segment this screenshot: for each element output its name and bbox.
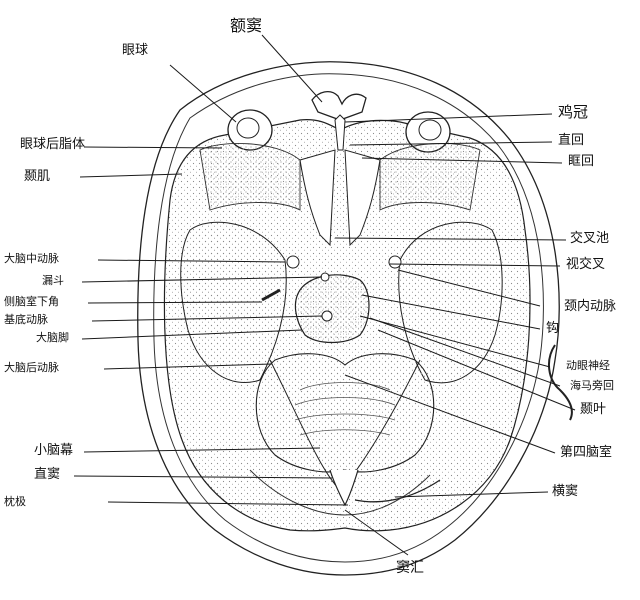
leader-orbital-gyrus bbox=[361, 157, 563, 164]
skull-outline bbox=[153, 73, 544, 563]
eyeball-right-lens bbox=[418, 119, 442, 141]
label-temporal-lobe: 颞叶 bbox=[580, 402, 607, 417]
label-uncus: 钩 bbox=[546, 321, 560, 336]
leader-chiasmatic-cistern bbox=[334, 237, 567, 241]
label-infundibulum: 漏斗 bbox=[42, 274, 64, 287]
leader-retrobulbar-fat bbox=[83, 146, 223, 149]
label-orbital-gyrus: 眶回 bbox=[568, 154, 595, 169]
frontal-sinus-shape bbox=[311, 90, 367, 121]
cerebellar-folia bbox=[294, 382, 396, 436]
leader-confluence bbox=[344, 509, 409, 556]
cerebellum-shape bbox=[255, 353, 435, 473]
leader-straight-sinus bbox=[73, 475, 333, 479]
label-internal-carotid: 颈内动脉 bbox=[564, 299, 617, 314]
leader-fourth-ventricle bbox=[344, 374, 556, 454]
label-chiasmatic-cistern: 交叉池 bbox=[570, 231, 610, 246]
leader-hippocampal bbox=[369, 317, 561, 387]
orbit-left-region bbox=[199, 143, 301, 211]
leader-optic-chiasm bbox=[389, 263, 561, 267]
label-transverse-sinus: 横窦 bbox=[552, 484, 579, 499]
lateral-ventricle-horn-shape bbox=[261, 288, 281, 302]
leader-transverse-sinus bbox=[394, 491, 549, 498]
leader-temporalis bbox=[79, 173, 183, 178]
label-cerebral-peduncle: 大脑脚 bbox=[36, 331, 69, 344]
label-retrobulbar-fat: 眼球后脂体 bbox=[20, 137, 86, 152]
internal-carotid-right bbox=[388, 255, 402, 269]
leader-eyeball bbox=[169, 64, 237, 123]
label-oculomotor-nerve: 动眼神经 bbox=[566, 359, 610, 372]
label-confluence: 窦汇 bbox=[396, 560, 424, 576]
leader-tentorium bbox=[83, 447, 321, 453]
leader-lateral-horn bbox=[87, 301, 263, 304]
leader-pca bbox=[103, 363, 273, 370]
leader-crista-galli bbox=[344, 113, 553, 123]
label-fourth-ventricle: 第四脑室 bbox=[560, 445, 613, 460]
scalp-outline bbox=[137, 61, 560, 576]
leader-infundibulum bbox=[81, 276, 323, 283]
eyeball-left-lens bbox=[236, 117, 260, 139]
crista-galli-shape bbox=[334, 114, 346, 151]
leader-mca bbox=[97, 259, 286, 263]
brainstem-shape bbox=[294, 274, 370, 344]
leader-peduncle bbox=[81, 329, 303, 340]
leader-gyrus-rectus bbox=[349, 141, 553, 146]
label-crista-galli: 鸡冠 bbox=[558, 103, 589, 121]
leader-basilar bbox=[91, 315, 323, 322]
label-lateral-ventricle-inferior-horn: 侧脑室下角 bbox=[4, 295, 59, 308]
label-tentorium: 小脑幕 bbox=[34, 443, 74, 458]
leader-temporal-lobe bbox=[377, 329, 576, 411]
label-occipital-pole: 枕极 bbox=[4, 495, 26, 508]
label-straight-sinus: 直窦 bbox=[34, 467, 61, 482]
label-hippocampal-gyrus: 海马旁回 bbox=[570, 379, 614, 392]
label-temporalis: 颞肌 bbox=[24, 169, 51, 184]
infundibulum-shape bbox=[320, 272, 330, 282]
label-basilar-artery: 基底动脉 bbox=[4, 313, 48, 326]
leader-internal-carotid bbox=[397, 269, 541, 307]
leader-occipital-pole bbox=[107, 501, 349, 506]
occipital-pole-curve bbox=[249, 469, 431, 516]
label-eyeball: 眼球 bbox=[122, 43, 149, 58]
label-optic-chiasm: 视交叉 bbox=[566, 257, 606, 272]
oculomotor-nerve-shape bbox=[548, 344, 573, 421]
leader-frontal-sinus bbox=[261, 34, 323, 103]
internal-carotid-left bbox=[286, 255, 300, 269]
label-pca: 大脑后动脉 bbox=[4, 361, 59, 374]
label-mca: 大脑中动脉 bbox=[4, 252, 59, 265]
basilar-artery-shape bbox=[321, 310, 333, 322]
label-frontal-sinus: 额窦 bbox=[230, 16, 263, 35]
leader-uncus bbox=[361, 294, 541, 330]
frontal-lobe-right bbox=[344, 149, 381, 247]
label-gyrus-rectus: 直回 bbox=[558, 133, 585, 148]
leader-oculomotor bbox=[359, 315, 551, 368]
frontal-lobe-left bbox=[299, 149, 336, 247]
orbit-right-region bbox=[379, 143, 481, 211]
transverse-sinus-shape bbox=[354, 479, 441, 503]
